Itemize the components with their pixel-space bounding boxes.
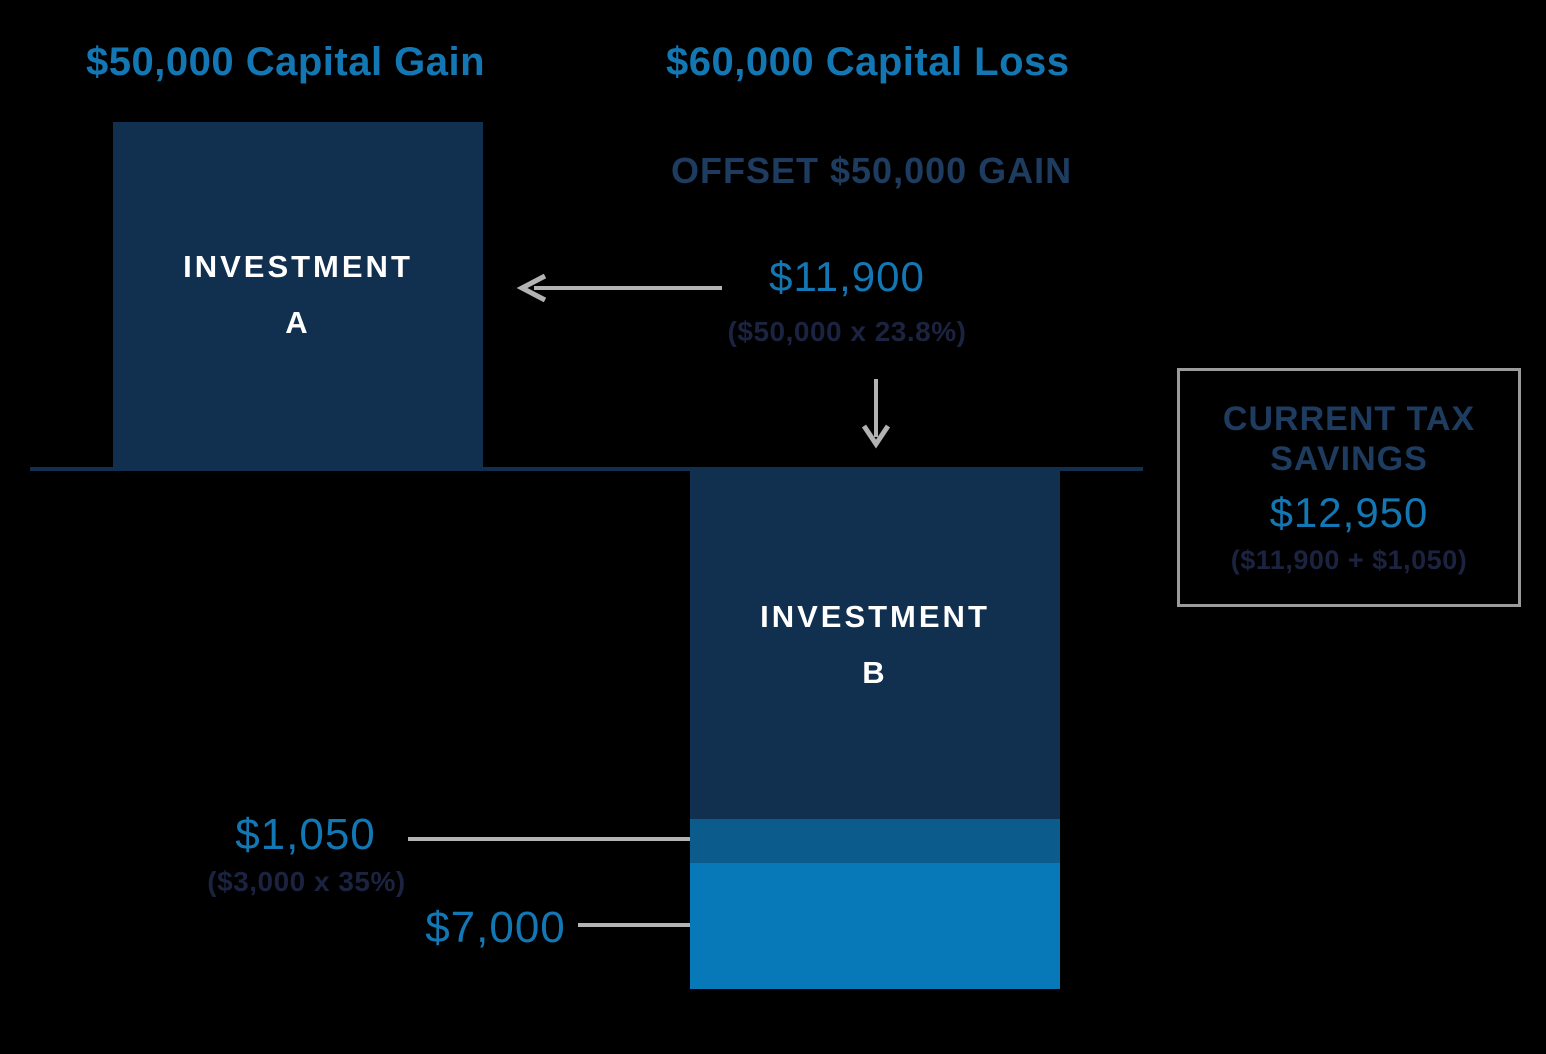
capital-loss-heading: $60,000 Capital Loss — [666, 40, 1070, 84]
investment-b-offset-segment: INVESTMENT B — [690, 471, 1060, 819]
investment-b-bar: INVESTMENT B — [690, 471, 1060, 989]
investment-a-bar: INVESTMENT A — [113, 122, 483, 468]
offset-arrow-down-head — [861, 424, 891, 449]
investment-a-label: INVESTMENT A — [183, 249, 413, 340]
investment-b-carryforward-segment — [690, 863, 1060, 989]
current-tax-savings-box: CURRENT TAX SAVINGS $12,950 ($11,900 + $… — [1177, 368, 1521, 607]
capital-gain-heading: $50,000 Capital Gain — [86, 40, 486, 84]
carryforward-amount: $7,000 — [425, 903, 566, 952]
offset-amount: $11,900 — [769, 253, 925, 300]
offset-formula: ($50,000 x 23.8%) — [727, 316, 967, 347]
deduction-amount: $1,050 — [235, 810, 376, 859]
investment-b-label: INVESTMENT B — [760, 599, 990, 690]
savings-amount: $12,950 — [1269, 489, 1429, 536]
deduction-formula: ($3,000 x 35%) — [207, 866, 406, 897]
offset-arrow-left-head — [516, 273, 547, 303]
savings-formula: ($11,900 + $1,050) — [1230, 545, 1468, 575]
savings-box-title: CURRENT TAX SAVINGS — [1222, 400, 1476, 478]
investment-b-deduction-segment — [690, 819, 1060, 863]
offset-gain-heading: OFFSET $50,000 GAIN — [671, 150, 1073, 191]
